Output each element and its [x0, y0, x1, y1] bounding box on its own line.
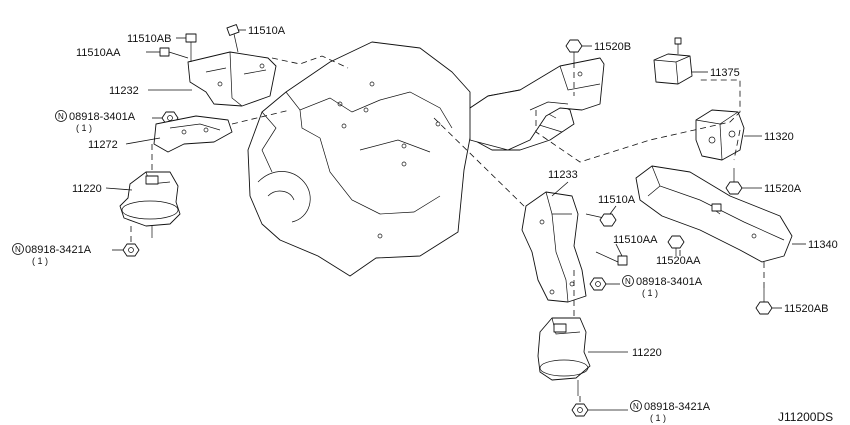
label-11375: 11375 — [710, 67, 740, 79]
bolt-11510a-mid — [585, 213, 617, 227]
label-11520b: 11520B — [594, 41, 631, 53]
bolt-11520aa — [667, 235, 685, 256]
label-11510aa-left: 11510AA — [76, 47, 121, 59]
label-08918-3401a-left: 08918-3401A — [69, 111, 136, 123]
label-08918-3421a-right: 08918-3421A — [644, 401, 711, 413]
label-11520aa: 11520AA — [656, 255, 701, 267]
label-11520ab: 11520AB — [784, 303, 828, 315]
label-11340: 11340 — [808, 239, 838, 251]
note-n-marker-3401a-left — [55, 110, 67, 122]
note-n-marker-3421a-right — [630, 400, 642, 412]
bracket-11272 — [153, 115, 233, 153]
label-11220-left: 11220 — [72, 183, 102, 195]
insulator-11220-left — [119, 171, 181, 238]
label-11510a-mid: 11510A — [598, 194, 636, 206]
bracket-11233 — [521, 191, 587, 303]
qty-08918-3401a-right: ( 1 ) — [642, 288, 658, 298]
label-11232: 11232 — [109, 85, 139, 97]
note-n-letter: N — [633, 402, 639, 411]
bolt-11510aa-mid — [595, 251, 628, 266]
nut-08918-3421a-left — [122, 243, 140, 257]
bolt-11510a-top — [226, 24, 240, 53]
nut-08918-3421a-right — [571, 403, 589, 417]
stopper-11375 — [653, 37, 693, 85]
assembly-guide-lines — [130, 55, 765, 404]
mount-11320 — [695, 109, 745, 161]
engine-assembly — [247, 41, 575, 277]
qty-08918-3421a-right: ( 1 ) — [650, 413, 666, 423]
bolt-11520ab — [755, 288, 773, 315]
crossmember-11340 — [635, 165, 793, 263]
qty-08918-3401a-left: ( 1 ) — [76, 123, 92, 133]
bolt-11520b — [565, 39, 583, 62]
label-11510ab: 11510AB — [127, 33, 171, 45]
note-n-letter: N — [15, 245, 21, 254]
bolt-11520a-right — [725, 168, 743, 195]
diagram-code: J11200DS — [778, 410, 833, 424]
note-n-marker-3421a-left — [12, 243, 24, 255]
transmission-assembly — [469, 57, 605, 151]
note-n-letter: N — [625, 277, 631, 286]
insulator-11220-right — [537, 317, 591, 396]
label-11272: 11272 — [88, 139, 118, 151]
label-11233: 11233 — [548, 169, 578, 181]
label-11220-right: 11220 — [632, 347, 662, 359]
leader-lines — [105, 29, 806, 411]
callout-labels: 11510AB 11510A 11510AA 11232 N 08918-340… — [12, 25, 838, 424]
qty-08918-3421a-left: ( 1 ) — [32, 256, 48, 266]
label-08918-3421a-left: 08918-3421A — [25, 244, 92, 256]
label-11510a-top: 11510A — [248, 25, 286, 37]
bolt-11510aa-left — [159, 47, 189, 59]
bracket-11232 — [187, 51, 277, 107]
label-11320: 11320 — [764, 131, 794, 143]
label-08918-3401a-right: 08918-3401A — [636, 276, 703, 288]
label-11510aa-mid: 11510AA — [613, 234, 658, 246]
nut-08918-3401a-right — [589, 277, 607, 291]
note-n-letter: N — [58, 112, 64, 121]
label-11520a-right: 11520A — [764, 183, 802, 195]
note-n-marker-3401a-right — [622, 275, 634, 287]
